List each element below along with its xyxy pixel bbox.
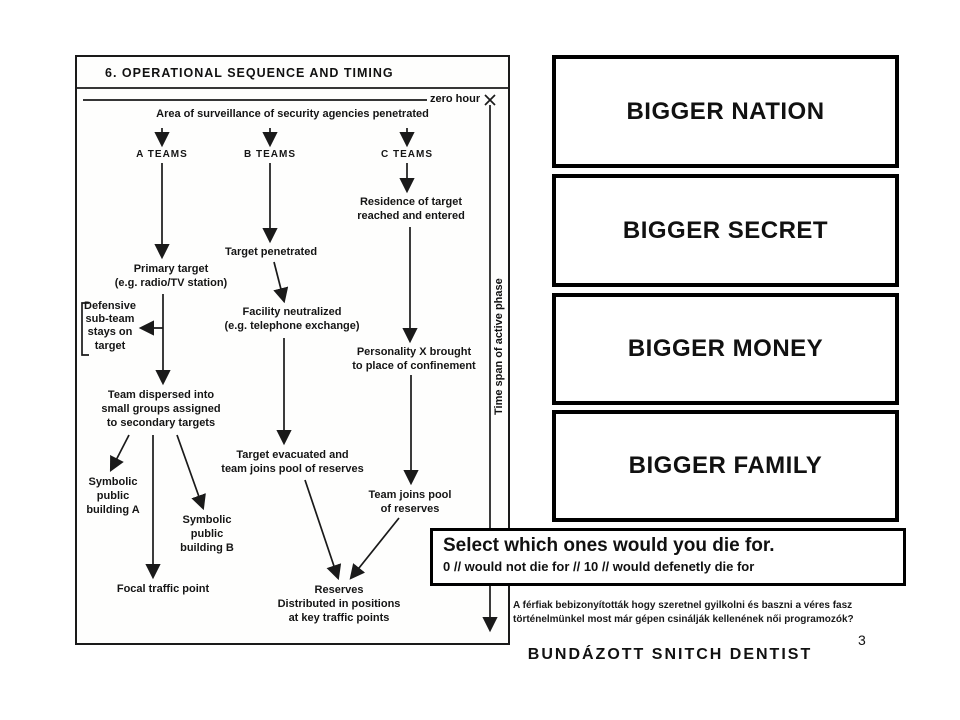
option-label: BIGGER NATION: [626, 97, 825, 125]
diagram-title: 6. OPERATIONAL SEQUENCE AND TIMING: [105, 66, 394, 80]
node-personality-x: Personality X brought to place of confin…: [352, 346, 476, 373]
node-defensive-subteam: Defensive sub-team stays on target: [84, 300, 136, 352]
option-label: BIGGER MONEY: [627, 335, 824, 362]
option-box-bigger-money[interactable]: BIGGER MONEY: [552, 293, 899, 405]
operational-sequence-diagram: 6. OPERATIONAL SEQUENCE AND TIMING zero …: [75, 55, 510, 645]
node-b-teams: B TEAMS: [244, 149, 296, 160]
flowchart-arrows: [77, 87, 508, 633]
node-a-teams: A TEAMS: [136, 149, 188, 160]
option-label: BIGGER SECRET: [622, 216, 829, 244]
hungarian-note: A férfiak bebizonyították hogy szeretnel…: [513, 600, 854, 625]
select-prompt-scale: 0 // would not die for // 10 // would de…: [443, 559, 755, 574]
page-number: 3: [858, 632, 866, 648]
node-facility-neutralized: Facility neutralized (e.g. telephone exc…: [224, 306, 360, 333]
node-surveillance: Area of surveillance of security agencie…: [156, 108, 429, 120]
time-span-label: Time span of active phase: [493, 278, 505, 416]
zero-hour-label: zero hour: [430, 93, 481, 105]
node-focal-traffic-point: Focal traffic point: [116, 583, 210, 595]
node-target-penetrated: Target penetrated: [224, 246, 318, 258]
node-symbolic-building-a: Symbolic public building A: [86, 476, 140, 517]
node-team-dispersed: Team dispersed into small groups assigne…: [101, 389, 221, 430]
node-symbolic-building-b: Symbolic public building B: [180, 514, 234, 555]
node-target-evacuated: Target evacuated and team joins pool of …: [221, 449, 364, 476]
select-prompt-title: Select which ones would you die for.: [443, 535, 775, 556]
option-box-bigger-family[interactable]: BIGGER FAMILY: [552, 410, 899, 522]
node-reserves: Reserves Distributed in positions at key…: [277, 584, 401, 625]
option-box-bigger-nation[interactable]: BIGGER NATION: [552, 55, 899, 168]
node-residence: Residence of target reached and entered: [357, 196, 465, 223]
node-c-teams: C TEAMS: [381, 149, 433, 160]
node-team-joins-pool: Team joins pool of reserves: [368, 489, 452, 516]
flow-lines: [77, 87, 508, 633]
option-label: BIGGER FAMILY: [628, 452, 823, 479]
option-box-bigger-secret[interactable]: BIGGER SECRET: [552, 174, 899, 287]
footer-title: BUNDÁZOTT SNITCH DENTIST: [527, 646, 813, 663]
node-primary-target: Primary target (e.g. radio/TV station): [114, 263, 228, 290]
select-prompt-box: Select which ones would you die for. 0 /…: [430, 528, 906, 586]
defensive-bracket: [81, 302, 89, 356]
zero-hour-cross: [484, 94, 496, 106]
